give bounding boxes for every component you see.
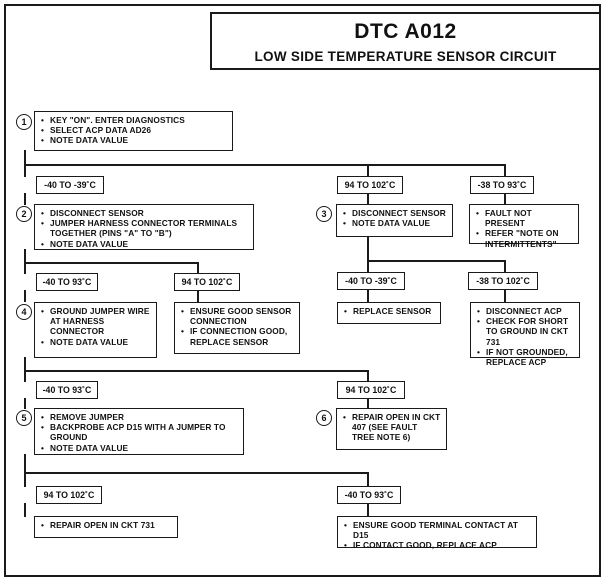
step-number-1: 1 — [16, 114, 32, 130]
connector-line — [367, 398, 369, 409]
result-item: DISCONNECT ACP — [477, 306, 575, 316]
connector-line — [24, 249, 26, 274]
step-2-item: NOTE DATA VALUE — [41, 239, 249, 249]
connector-line — [367, 193, 369, 205]
connector-line — [504, 193, 506, 205]
connector-line — [24, 398, 26, 409]
connector-line — [504, 164, 506, 177]
connector-line — [367, 289, 369, 303]
diagram-title: DTC A012 — [354, 20, 457, 43]
connector-line — [367, 164, 369, 177]
step-4-item: NOTE DATA VALUE — [41, 337, 152, 347]
step-number-3: 3 — [316, 206, 332, 222]
diagram-frame — [4, 4, 601, 577]
condition-label: 94 TO 102˚C — [337, 176, 403, 194]
result-fault-not-present-box: FAULT NOT PRESENT REFER "NOTE ON INTERMI… — [469, 204, 579, 249]
connector-line — [24, 290, 26, 302]
result-check-short-box: DISCONNECT ACP CHECK FOR SHORT TO GROUND… — [470, 302, 580, 367]
condition-label: 94 TO 102˚C — [174, 273, 240, 291]
result-item: IF CONTACT GOOD, REPLACE ACP — [344, 540, 532, 550]
connector-line — [24, 472, 368, 474]
step-1-item: NOTE DATA VALUE — [41, 135, 228, 145]
connector-line — [367, 472, 369, 487]
condition-label: -40 TO -39˚C — [337, 272, 405, 290]
step-3-item: NOTE DATA VALUE — [343, 218, 448, 228]
step-5-item: REMOVE JUMPER — [41, 412, 239, 422]
title-box: DTC A012 LOW SIDE TEMPERATURE SENSOR CIR… — [210, 12, 599, 70]
step-number-2: 2 — [16, 206, 32, 222]
step-number-5: 5 — [16, 410, 32, 426]
connector-line — [504, 289, 506, 303]
connector-line — [197, 262, 199, 274]
step-2-box: DISCONNECT SENSOR JUMPER HARNESS CONNECT… — [34, 204, 254, 250]
connector-line — [24, 262, 198, 264]
step-5-box: REMOVE JUMPER BACKPROBE ACP D15 WITH A J… — [34, 408, 244, 455]
step-2-item: DISCONNECT SENSOR — [41, 208, 249, 218]
step-5-item: NOTE DATA VALUE — [41, 443, 239, 453]
condition-label: -40 TO 93˚C — [36, 381, 98, 399]
connector-line — [197, 290, 199, 302]
step-3-item: DISCONNECT SENSOR — [343, 208, 448, 218]
condition-label: -40 TO -39˚C — [36, 176, 104, 194]
result-item: FAULT NOT PRESENT — [476, 208, 574, 228]
step-4-box: GROUND JUMPER WIRE AT HARNESS CONNECTOR … — [34, 302, 157, 358]
step-number-4: 4 — [16, 304, 32, 320]
connector-line — [24, 454, 26, 487]
condition-label: -40 TO 93˚C — [337, 486, 401, 504]
connector-line — [24, 193, 26, 205]
connector-line — [24, 370, 368, 372]
step-5-item: BACKPROBE ACP D15 WITH A JUMPER TO GROUN… — [41, 422, 239, 442]
result-item: ENSURE GOOD SENSOR CONNECTION — [181, 306, 295, 326]
result-ensure-contact-box: ENSURE GOOD TERMINAL CONTACT AT D15 IF C… — [337, 516, 537, 551]
result-ensure-sensor-box: ENSURE GOOD SENSOR CONNECTION IF CONNECT… — [174, 302, 300, 354]
connector-line — [367, 236, 369, 273]
step-1-box: KEY "ON". ENTER DIAGNOSTICS SELECT ACP D… — [34, 111, 233, 151]
step-1-item: SELECT ACP DATA AD26 — [41, 125, 228, 135]
connector-line — [24, 150, 26, 177]
diagram-subtitle: LOW SIDE TEMPERATURE SENSOR CIRCUIT — [254, 49, 557, 64]
result-repair-731-box: REPAIR OPEN IN CKT 731 — [34, 516, 178, 538]
step-2-item: JUMPER HARNESS CONNECTOR TERMINALS TOGET… — [41, 218, 249, 238]
result-item: REFER "NOTE ON INTERMITTENTS" — [476, 228, 574, 248]
step-6-item: REPAIR OPEN IN CKT 407 (SEE FAULT TREE N… — [343, 412, 442, 443]
step-1-item: KEY "ON". ENTER DIAGNOSTICS — [41, 115, 228, 125]
connector-line — [24, 164, 505, 166]
connector-line — [367, 260, 505, 262]
condition-label: 94 TO 102˚C — [337, 381, 405, 399]
connector-line — [367, 503, 369, 517]
result-item: IF NOT GROUNDED, REPLACE ACP — [477, 347, 575, 367]
condition-label: -38 TO 93˚C — [470, 176, 534, 194]
result-item: REPLACE SENSOR — [344, 306, 436, 316]
result-item: IF CONNECTION GOOD, REPLACE SENSOR — [181, 326, 295, 346]
condition-label: 94 TO 102˚C — [36, 486, 102, 504]
result-item: ENSURE GOOD TERMINAL CONTACT AT D15 — [344, 520, 532, 540]
condition-label: -38 TO 102˚C — [468, 272, 538, 290]
step-6-box: REPAIR OPEN IN CKT 407 (SEE FAULT TREE N… — [336, 408, 447, 450]
step-number-6: 6 — [316, 410, 332, 426]
condition-label: -40 TO 93˚C — [36, 273, 98, 291]
connector-line — [24, 503, 26, 517]
connector-line — [504, 260, 506, 273]
result-item: CHECK FOR SHORT TO GROUND IN CKT 731 — [477, 316, 575, 347]
step-4-item: GROUND JUMPER WIRE AT HARNESS CONNECTOR — [41, 306, 152, 337]
result-replace-sensor-box: REPLACE SENSOR — [337, 302, 441, 324]
step-3-box: DISCONNECT SENSOR NOTE DATA VALUE — [336, 204, 453, 237]
connector-line — [367, 370, 369, 382]
result-item: REPAIR OPEN IN CKT 731 — [41, 520, 173, 530]
connector-line — [24, 357, 26, 382]
